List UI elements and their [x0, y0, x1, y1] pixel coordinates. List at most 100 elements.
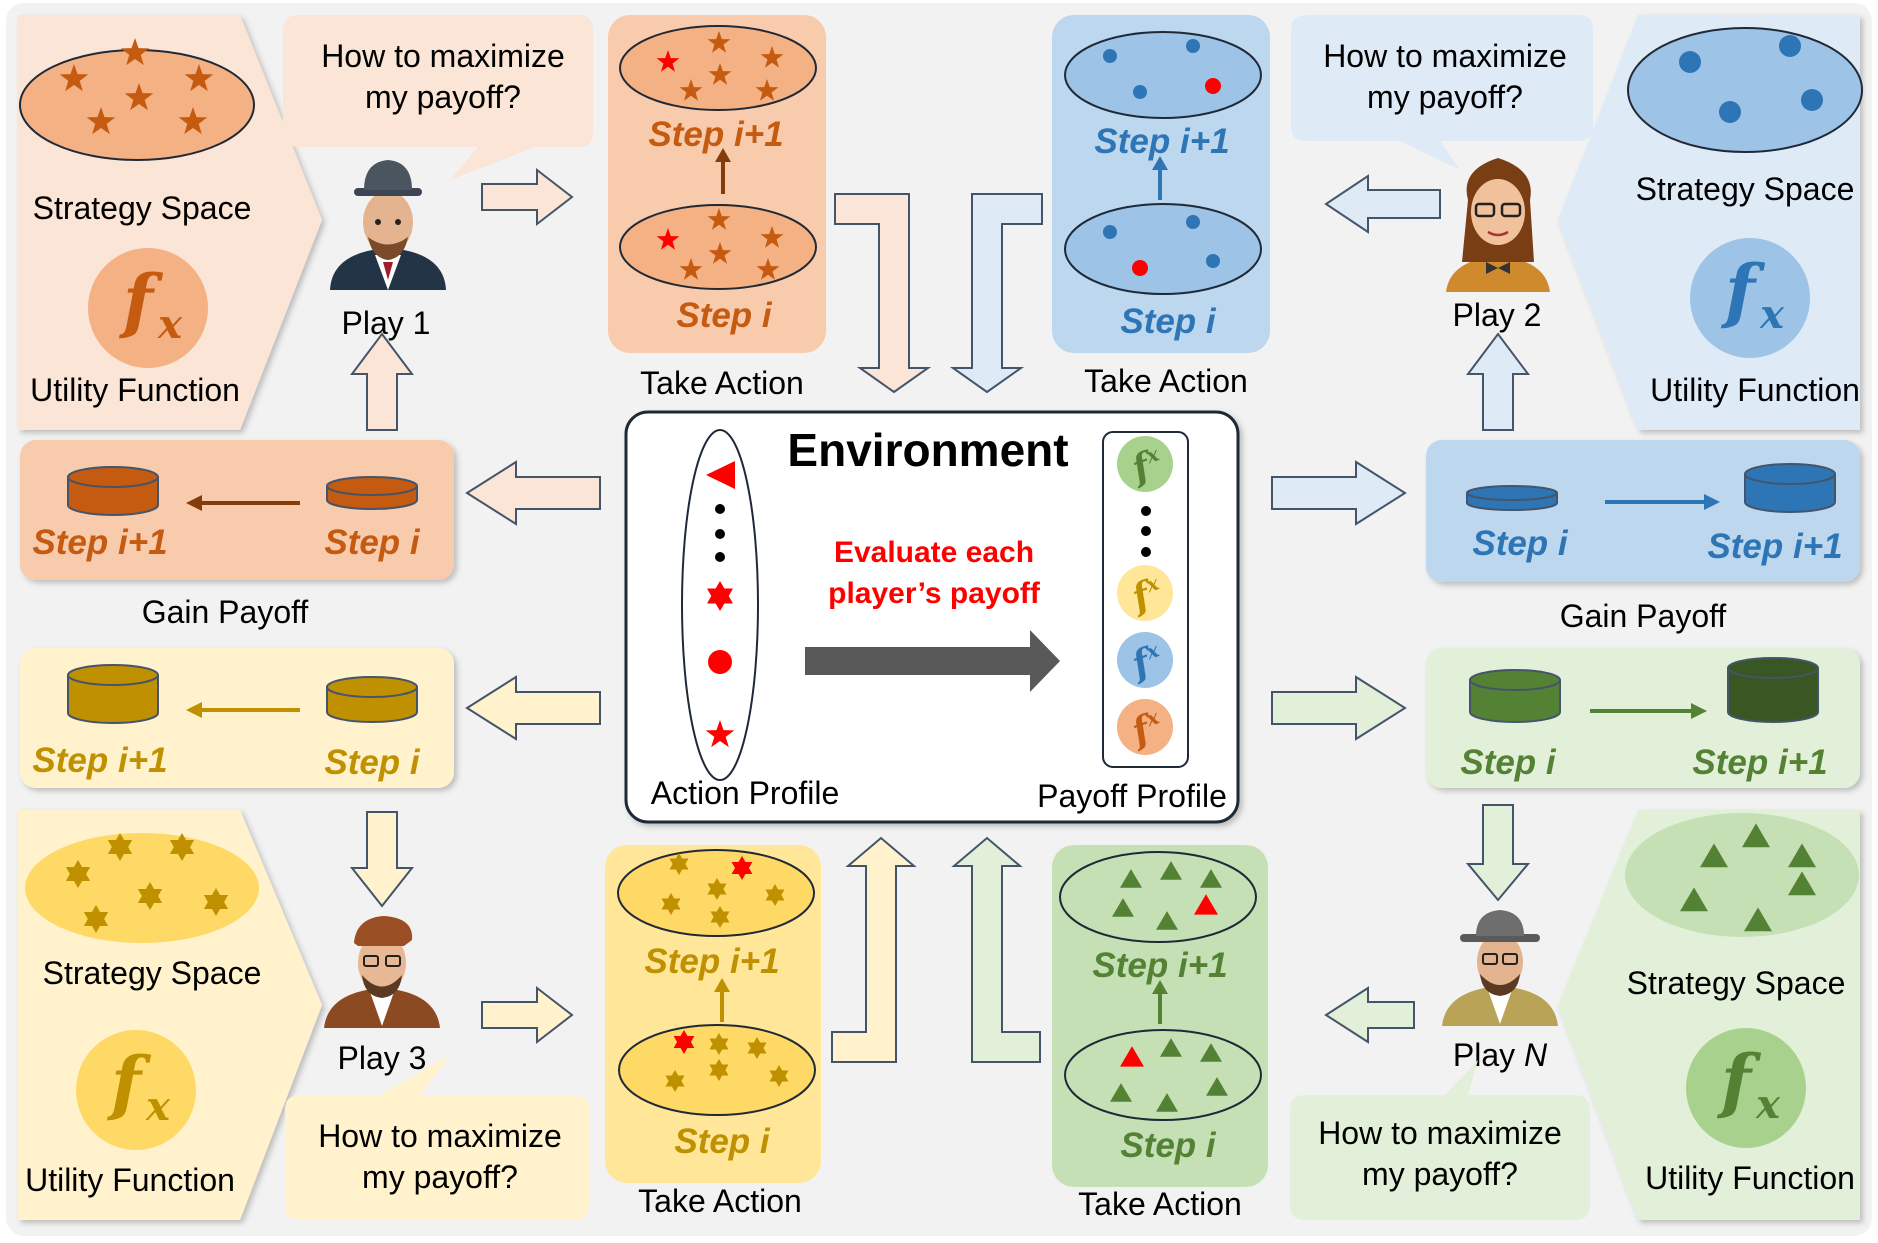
- player-n-utility-circle: [1686, 1028, 1806, 1148]
- player-2-step-ellipse: [1064, 203, 1262, 295]
- player-3-to-action-arrow: [481, 985, 574, 1045]
- ellipsis-dot: [715, 504, 725, 514]
- player-2-group: Strategy Space f x Utility Function How …: [949, 15, 1863, 634]
- player-2-utility-label: Utility Function: [1650, 372, 1860, 408]
- circle-icon: [1801, 89, 1823, 111]
- database-icon: [1727, 657, 1819, 723]
- player-2-speech-bubble: [1291, 15, 1593, 170]
- environment-box: Environment Action Profile Evaluate each…: [624, 410, 1240, 824]
- database-icon: [67, 664, 159, 724]
- player-1-name: Play 1: [342, 305, 431, 341]
- circle-icon: [1103, 225, 1117, 239]
- player-n-action-to-env-arrow: [951, 836, 1041, 1063]
- player-1-speech-bubble: [283, 15, 593, 180]
- player-3-action-step-next: Step i+1: [644, 942, 779, 981]
- player-n-next-step-ellipse: [1059, 851, 1257, 943]
- player-1-step-up-arrow: [715, 148, 731, 194]
- payoff-blue-circle: [1117, 632, 1173, 688]
- player-1-action-step-next: Step i+1: [648, 115, 783, 154]
- player-3-strategy-ellipse: [25, 833, 259, 943]
- ellipsis-dot: [1141, 526, 1151, 536]
- circle-icon: [1679, 51, 1701, 73]
- arrowhead-icon: [1704, 494, 1720, 510]
- player-n-speech-bubble: [1290, 1060, 1590, 1220]
- player-n-to-action-arrow: [1324, 986, 1415, 1044]
- payoff-green-circle: [1117, 436, 1173, 492]
- player-n-payoff-step: Step i: [1460, 743, 1557, 782]
- action-profile-label: Action Profile: [651, 775, 840, 811]
- env-to-player-2-arrow: [1271, 460, 1407, 526]
- player-2-strategy-space-label: Strategy Space: [1636, 171, 1855, 207]
- player-2-action-to-env-arrow: [949, 193, 1043, 394]
- triangle-icon: [706, 461, 735, 489]
- player-3-strategy-space-label: Strategy Space: [43, 955, 262, 991]
- circle-icon: [1133, 85, 1147, 99]
- circle-icon: [1719, 101, 1741, 123]
- player-n-speech-line-1: How to maximize: [1318, 1115, 1562, 1151]
- env-to-player-n-arrow: [1271, 675, 1407, 741]
- player-2-strategy-ellipse: [1627, 27, 1863, 153]
- payoff-orange-circle: [1117, 699, 1173, 755]
- player-1-speech-line-1: How to maximize: [321, 38, 565, 74]
- player-n-strategy-space-label: Strategy Space: [1627, 965, 1846, 1001]
- player-n-group: Step i Step i+1 Strategy Space f x Utili…: [951, 648, 1860, 1222]
- payoff-profile-label: Payoff Profile: [1037, 778, 1227, 814]
- database-icon: [326, 676, 418, 723]
- player-3-step-up-arrow: [714, 978, 730, 1022]
- player-1-payoff-to-avatar-arrow: [350, 332, 414, 431]
- player-1-group: Strategy Space f x Utility Function How …: [18, 15, 932, 630]
- ellipsis-dot: [1141, 547, 1151, 557]
- player-n-take-action-label: Take Action: [1078, 1186, 1242, 1222]
- player-1-to-action-arrow: [481, 167, 574, 227]
- player-3-utility-circle: [76, 1030, 196, 1150]
- database-icon: [1466, 485, 1558, 511]
- arrowhead-icon: [1691, 703, 1707, 719]
- player-2-speech-line-1: How to maximize: [1323, 38, 1567, 74]
- evaluate-text-line-2: player’s payoff: [828, 577, 1041, 610]
- circle-icon: [1103, 49, 1117, 63]
- ellipsis-dot: [715, 529, 725, 539]
- player-2-utility-circle: [1690, 238, 1810, 358]
- database-icon: [326, 476, 418, 510]
- player-1-strategy-space-label: Strategy Space: [33, 190, 252, 226]
- player-3-payoff-to-avatar-arrow: [349, 811, 415, 908]
- player-n-payoff-to-avatar-arrow: [1465, 804, 1531, 902]
- circle-icon: [708, 650, 732, 674]
- player-2-next-step-ellipse: [1064, 31, 1262, 119]
- player-1-take-action-label: Take Action: [640, 365, 804, 401]
- function-x-icon: x: [145, 1083, 171, 1130]
- environment-title: Environment: [787, 424, 1068, 476]
- evaluate-text-line-1: Evaluate each: [834, 536, 1034, 569]
- player-2-to-action-arrow: [1324, 174, 1441, 234]
- circle-icon: [1205, 78, 1221, 94]
- player-n-action-step-next: Step i+1: [1092, 946, 1227, 985]
- player-2-payoff-step: Step i: [1472, 524, 1569, 563]
- database-icon: [67, 466, 159, 516]
- player-3-action-to-env-arrow: [831, 836, 917, 1063]
- player-n-step-up-arrow: [1152, 980, 1168, 1024]
- database-icon: [1469, 669, 1561, 723]
- player-1-action-step: Step i: [676, 296, 773, 335]
- player-3-avatar: [324, 916, 440, 1028]
- player-1-avatar: [330, 160, 446, 290]
- ellipsis-dot: [715, 552, 725, 562]
- circle-icon: [1206, 254, 1220, 268]
- player-n-avatar: [1442, 910, 1558, 1026]
- player-2-action-step-next: Step i+1: [1094, 122, 1229, 161]
- player-1-speech-line-2: my payoff?: [365, 79, 521, 115]
- player-3-action-step: Step i: [674, 1122, 771, 1161]
- arrowhead-icon: [186, 495, 202, 511]
- player-n-speech-line-2: my payoff?: [1362, 1156, 1518, 1192]
- player-1-payoff-step: Step i: [324, 523, 421, 562]
- player-1-gain-payoff-label: Gain Payoff: [142, 594, 309, 630]
- player-2-gain-payoff-label: Gain Payoff: [1560, 598, 1727, 634]
- evaluate-arrow: [805, 630, 1060, 692]
- function-x-icon: x: [1755, 1081, 1781, 1128]
- player-3-utility-label: Utility Function: [25, 1162, 235, 1198]
- player-1-utility-label: Utility Function: [30, 372, 240, 408]
- function-x-icon: x: [157, 301, 183, 348]
- database-icon: [1744, 463, 1836, 513]
- player-1-utility-circle: [88, 248, 208, 368]
- player-3-speech-line-2: my payoff?: [362, 1159, 518, 1195]
- arrowhead-icon: [186, 702, 202, 718]
